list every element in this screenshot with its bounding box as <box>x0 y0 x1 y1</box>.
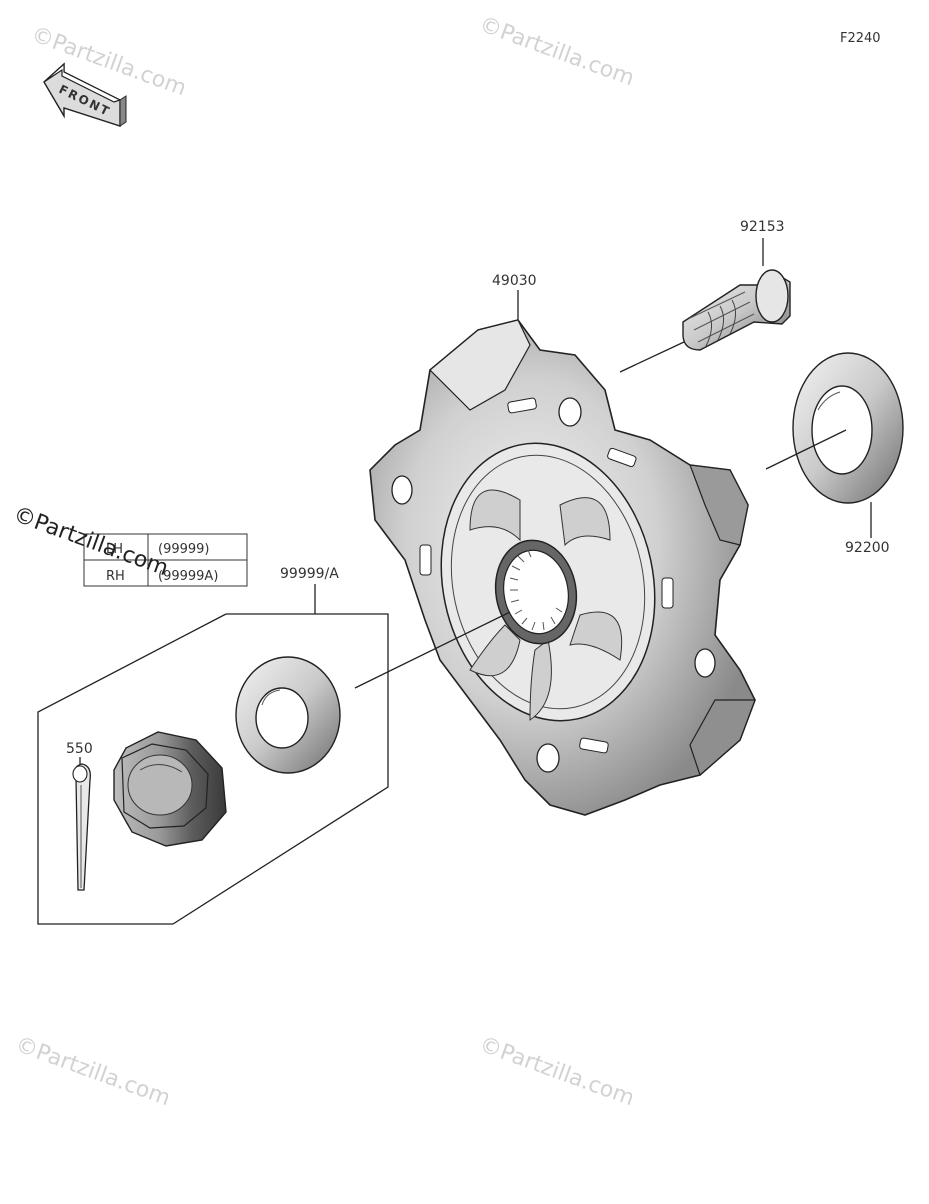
side-table-rh-code: (99999A) <box>158 569 218 584</box>
side-table-lh-code: (99999) <box>158 542 210 557</box>
nut-part <box>113 731 227 847</box>
watermark: ©Partzilla.com <box>476 1032 638 1111</box>
kit-frame <box>37 613 389 925</box>
seal-part <box>792 352 904 504</box>
hub-part <box>369 319 756 816</box>
figure-code: F2240 <box>840 31 881 46</box>
part-label-cotter-pin: 550 <box>66 741 93 757</box>
side-table-rh: RH <box>106 569 125 584</box>
part-label-bolt: 92153 <box>740 219 785 235</box>
watermark: ©Partzilla.com <box>12 1032 174 1111</box>
watermark: ©Partzilla.com <box>476 12 638 91</box>
bolt-part <box>682 269 791 351</box>
kit-washer-part <box>235 656 341 774</box>
cotter-pin-part <box>72 763 91 891</box>
watermark-dark: ©Partzilla.com <box>10 502 172 581</box>
side-table-lh: LH <box>106 542 123 557</box>
side-table: LH (99999) RH (99999A) <box>83 533 248 587</box>
part-label-kit: 99999/A <box>280 566 339 582</box>
leader-line <box>765 429 847 470</box>
part-label-seal: 92200 <box>845 540 890 556</box>
part-label-hub: 49030 <box>492 273 537 289</box>
leader-line <box>619 341 685 373</box>
leader-line <box>354 611 511 689</box>
